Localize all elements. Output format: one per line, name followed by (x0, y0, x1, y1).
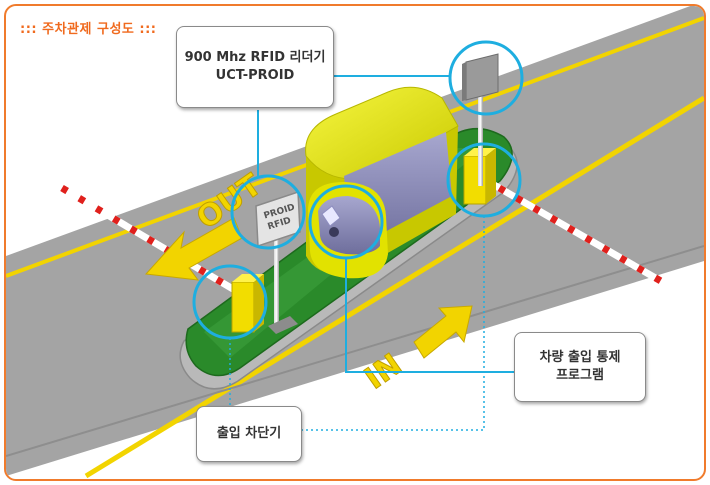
callout-rfid-reader-line2: UCT-PROID (215, 68, 295, 83)
callout-line-barrier-right (302, 216, 485, 431)
diagram-title: ::: 주차관제 구성도 ::: (20, 22, 157, 37)
rfid-antenna-pole (462, 53, 499, 186)
callout-rfid-reader: 900 Mhz RFID 리더기 UCT-PROID (176, 26, 334, 108)
callout-control-program-line2: 프로그램 (556, 368, 604, 383)
callout-ring-sign (230, 174, 306, 250)
callout-barrier-line1: 출입 차단기 (216, 426, 282, 441)
callout-rfid-reader-line1: 900 Mhz RFID 리더기 (184, 50, 326, 65)
out-arrow-icon (144, 217, 243, 281)
callout-barrier: 출입 차단기 (196, 406, 302, 462)
callout-ring-antenna (448, 40, 524, 116)
diagram-frame: ::: 주차관제 구성도 ::: (4, 4, 706, 481)
parking-scene: PROID RFID OUT IN (6, 6, 704, 479)
callout-line-program (345, 258, 514, 373)
rfid-sign-pole: PROID RFID (255, 190, 301, 334)
road-edge-line-bottom (6, 245, 704, 457)
in-arrow-icon (413, 305, 473, 359)
callout-control-program: 차량 출입 통제 프로그램 (514, 332, 646, 402)
road-centre-line (84, 95, 704, 479)
toll-booth (305, 86, 459, 279)
callout-control-program-line1: 차량 출입 통제 (539, 350, 621, 365)
